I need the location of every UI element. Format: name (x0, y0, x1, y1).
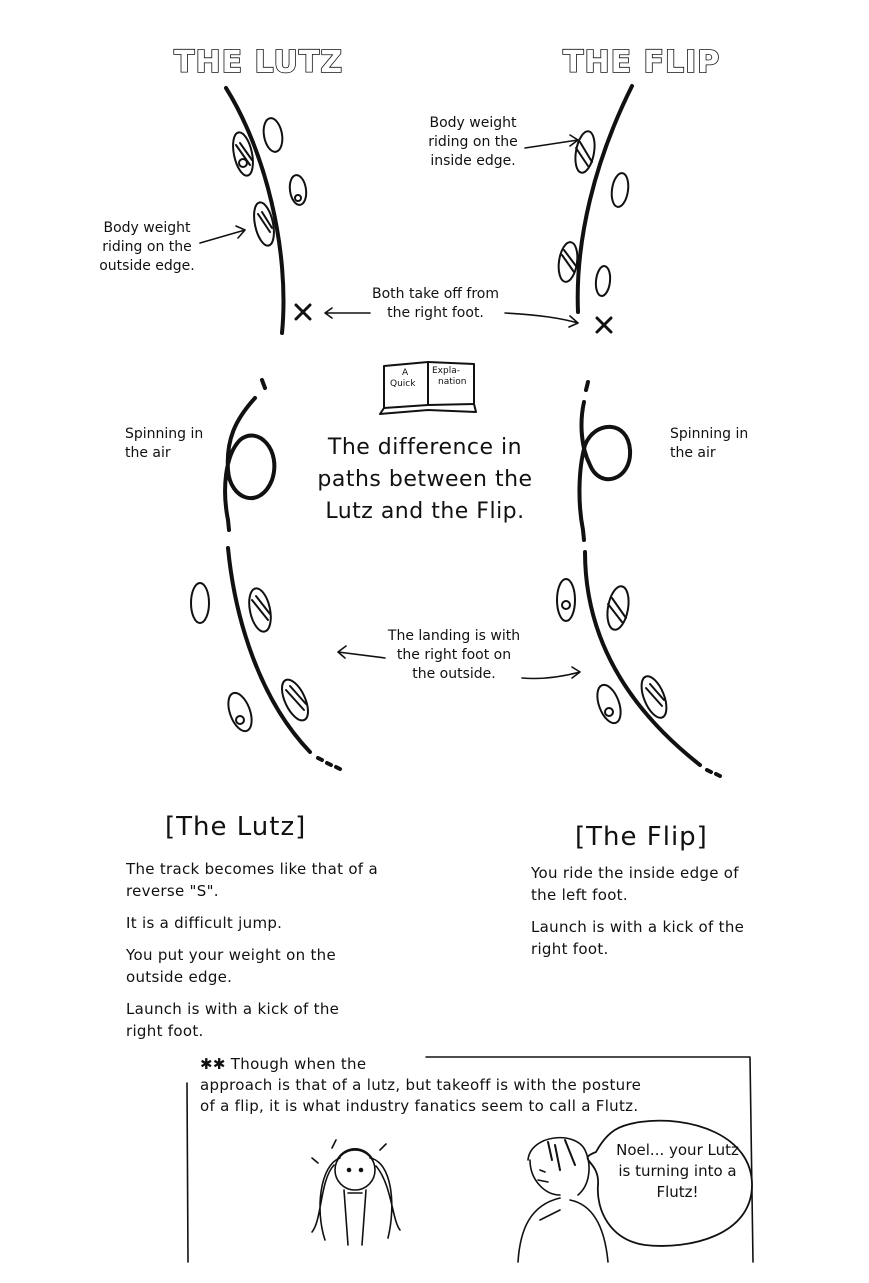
footnote-line-2: approach is that of a lutz, but takeoff … (200, 1076, 642, 1094)
flip-section-heading: [The Flip] (575, 822, 708, 852)
lutz-line-2: It is a difficult jump. (126, 914, 283, 932)
lutz-section-body: The track becomes like that of a reverse… (126, 858, 436, 1052)
lutz-approach-path (224, 86, 286, 335)
book-badge-word-nation: nation (438, 377, 467, 387)
speech-bubble-text: Noel... your Lutz is turning into a Flut… (616, 1141, 739, 1201)
boy-figure (517, 1136, 609, 1263)
footnote-line-3: of a flip, it is what industry fanatics … (200, 1097, 639, 1115)
lutz-landing-path (226, 546, 312, 754)
book-badge-word-expla: Expla- (432, 366, 460, 376)
arrow-to-flip-edge (524, 134, 579, 149)
landing-note: The landing is with the right foot on th… (387, 628, 521, 682)
lutz-outside-edge-note: Body weight riding on the outside edge. (99, 220, 195, 274)
flip-lower-blades (556, 578, 668, 725)
spin-note-left: Spinning in the air (125, 426, 204, 461)
footnote: ✱✱ Though when the approach is that of a… (200, 1054, 740, 1117)
flip-section-body: You ride the inside edge of the left foo… (531, 862, 756, 970)
center-caption: The difference in paths between the Lutz… (317, 435, 533, 524)
flip-inside-edge-note: Body weight riding on the inside edge. (428, 115, 518, 169)
flip-title: THE FLIP (562, 44, 721, 81)
flip-approach-path (575, 84, 634, 314)
speech-bubble-outline (586, 1119, 753, 1247)
lutz-line-1: The track becomes like that of a reverse… (126, 860, 378, 900)
lutz-line-3: You put your weight on the outside edge. (126, 946, 337, 986)
book-badge-left: A Quick (386, 368, 415, 390)
arrow-landing-right (521, 666, 581, 680)
flip-landing-path (583, 550, 702, 767)
lutz-upper-blades (232, 117, 308, 247)
spin-note-right: Spinning in the air (670, 426, 749, 461)
takeoff-note: Both take off from the right foot. (372, 286, 499, 321)
arrow-to-lutz-x (324, 307, 371, 319)
book-badge-word-quick: Quick (390, 379, 416, 389)
footnote-line-1: ✱✱ Though when the (200, 1055, 367, 1073)
book-badge-word-a: A (402, 368, 409, 378)
flip-upper-blades (557, 130, 630, 297)
lutz-title: THE LUTZ (173, 44, 344, 81)
flip-spin-path (577, 380, 633, 542)
lutz-lower-blades (190, 582, 309, 733)
flip-line-1: You ride the inside edge of the left foo… (531, 864, 739, 904)
flip-line-2: Launch is with a kick of the right foot. (531, 918, 745, 958)
lutz-takeoff-mark (294, 303, 312, 321)
flip-takeoff-mark (595, 316, 613, 334)
arrow-to-flip-x (504, 312, 579, 328)
girl-figure (311, 1139, 401, 1246)
lutz-section-heading: [The Lutz] (165, 812, 307, 842)
book-badge-right: Expla- nation (432, 366, 466, 388)
lutz-line-4: Launch is with a kick of the right foot. (126, 1000, 340, 1040)
arrow-to-lutz-edge (199, 225, 246, 244)
lutz-spin-path (223, 378, 277, 532)
book-icon (379, 361, 477, 415)
arrow-landing-left (337, 645, 386, 659)
